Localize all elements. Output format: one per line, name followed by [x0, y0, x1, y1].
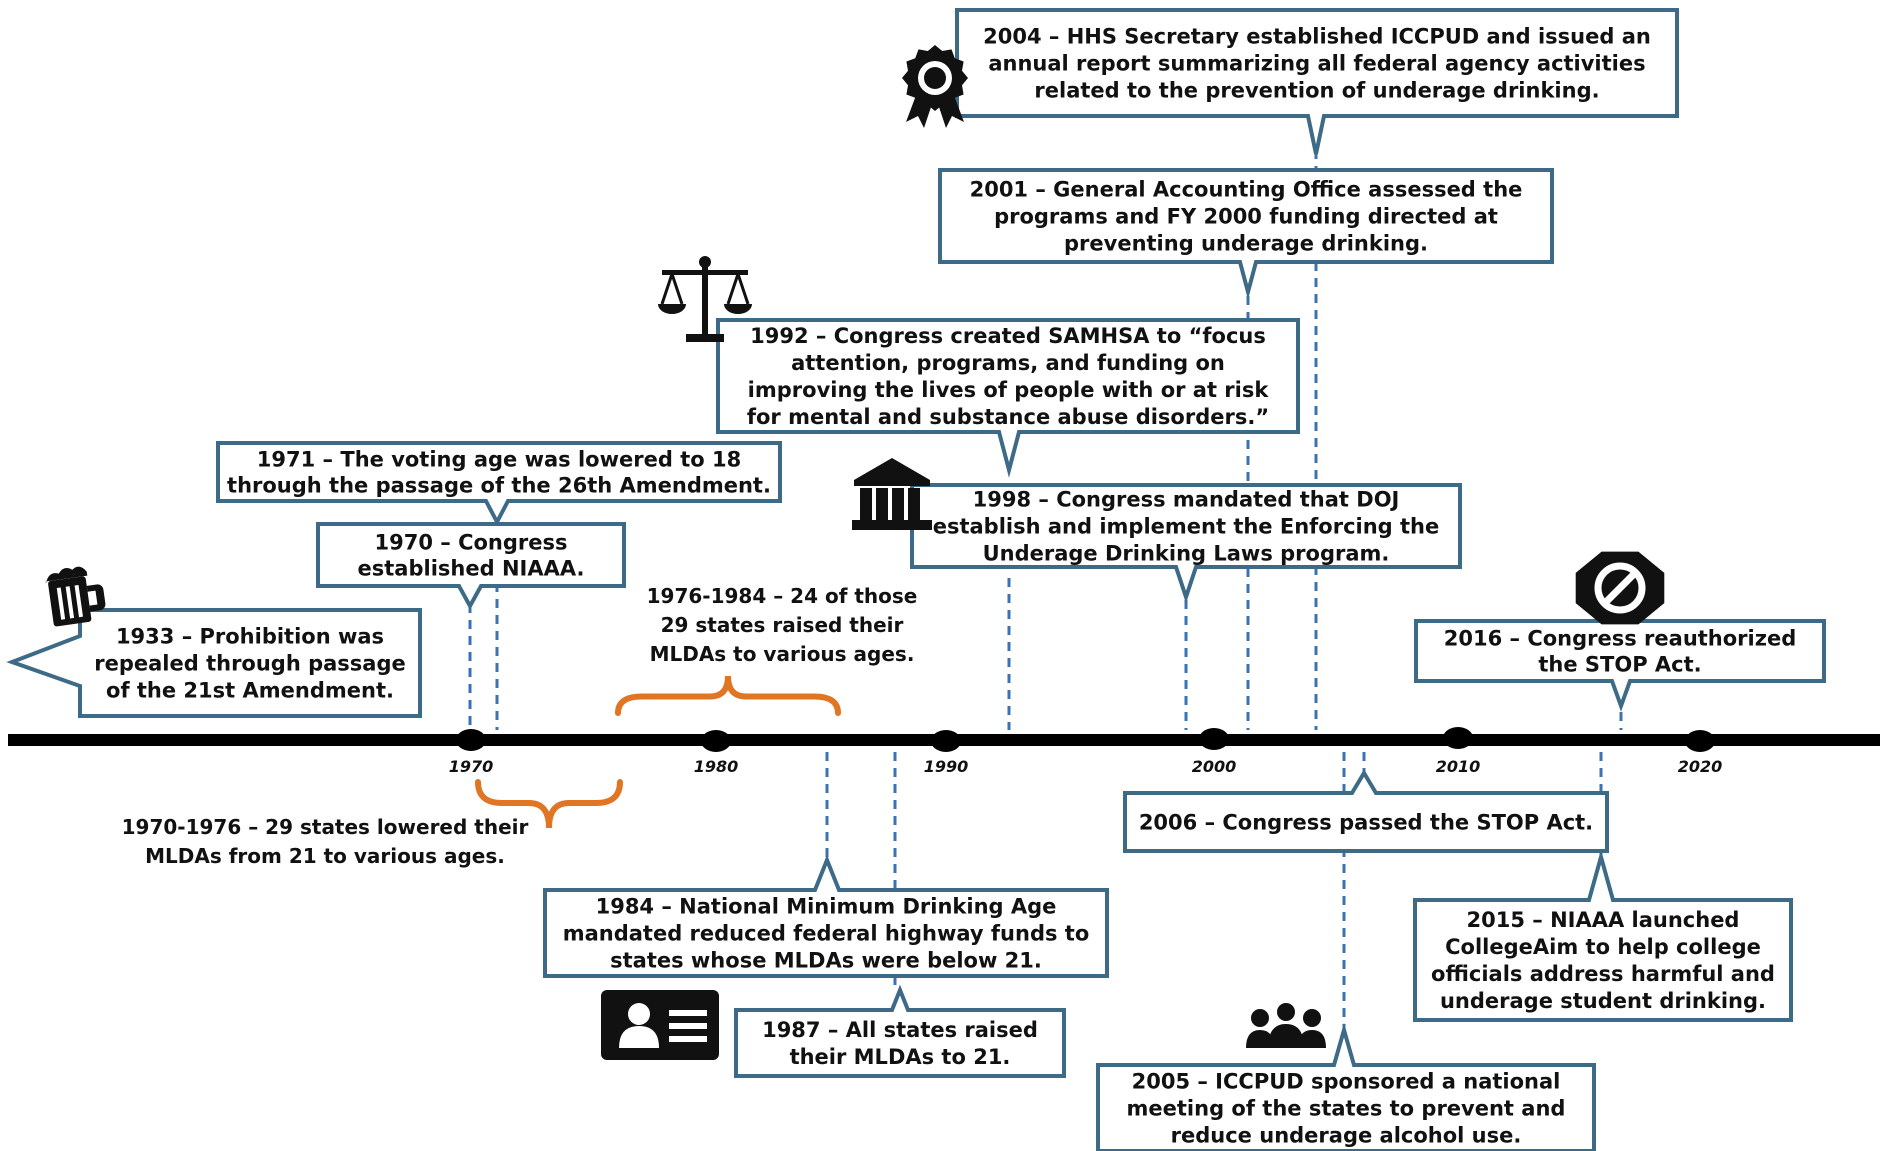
id-card-icon [601, 990, 719, 1060]
scales-of-justice-icon [658, 256, 752, 342]
callout-box [1414, 619, 1826, 712]
callout-text-line: 2016 – Congress reauthorized [1444, 627, 1797, 651]
callout-text-line: 1987 – All states raised [762, 1018, 1038, 1042]
callout-text-line: underage student drinking. [1440, 989, 1766, 1013]
event-text-line: MLDAs from 21 to various ages. [145, 844, 505, 868]
callout-text-line: reduce underage alcohol use. [1171, 1124, 1522, 1148]
callout-text-line: 2001 – General Accounting Office assesse… [970, 178, 1523, 202]
event-text-line: 29 states raised their [661, 613, 904, 637]
people-group-icon [1246, 1003, 1326, 1048]
axis-tick-label: 2010 [1436, 757, 1481, 776]
callout-text-line: repealed through passage [94, 652, 406, 676]
callout-text-line: related to the prevention of underage dr… [1034, 79, 1599, 103]
callout-text-line: preventing underage drinking. [1064, 232, 1428, 256]
callout-text-line: programs and FY 2000 funding directed at [994, 205, 1498, 229]
event-callout-1998: 1998 – Congress mandated that DOJ establi… [910, 483, 1462, 604]
event-callout-1992: 1992 – Congress created SAMHSA to “focus… [716, 318, 1300, 478]
axis-tick-label: 1990 [924, 757, 969, 776]
axis-tick-label: 2020 [1678, 757, 1723, 776]
event-callout-1971: 1971 – The voting age was lowered to 18t… [216, 441, 782, 527]
callout-text-line: the STOP Act. [1538, 653, 1701, 677]
callout-text-line: establish and implement the Enforcing th… [933, 515, 1440, 539]
event-callout-1984: 1984 – National Minimum Drinking Age mand… [543, 854, 1109, 978]
callout-box [1123, 769, 1609, 853]
callout-text-line: 1998 – Congress mandated that DOJ [973, 488, 1400, 512]
callout-text-line: 1992 – Congress created SAMHSA to “focus [750, 324, 1266, 348]
callout-box [543, 854, 1109, 978]
callout-text-line: 1984 – National Minimum Drinking Age [596, 895, 1057, 919]
callout-box [734, 984, 1066, 1078]
callout-text-line: attention, programs, and funding on [791, 351, 1225, 375]
callout-box [1096, 1022, 1596, 1151]
callout-text-line: 1971 – The voting age was lowered to 18 [257, 448, 741, 472]
callout-box [6, 608, 422, 718]
callout-text-line: 2015 – NIAAA launched [1467, 908, 1740, 932]
callout-box [716, 318, 1300, 478]
callout-text-line: through the passage of the 26th Amendmen… [227, 474, 771, 498]
courthouse-icon [852, 458, 932, 530]
callout-box [955, 8, 1679, 155]
callout-text-line: 2004 – HHS Secretary established ICCPUD … [983, 25, 1651, 49]
callout-text-line: 2006 – Congress passed the STOP Act. [1139, 811, 1593, 835]
event-label-1970-1976: 1970-1976 – 29 states lowered theirMLDAs… [122, 815, 529, 868]
event-callout-1987: 1987 – All states raised their MLDAs to 2… [734, 984, 1066, 1078]
axis-tick-label: 1970 [449, 757, 494, 776]
callout-text-line: for mental and substance abuse disorders… [747, 405, 1269, 429]
callout-box [910, 483, 1462, 604]
callout-text-line: CollegeAim to help college [1445, 935, 1761, 959]
axis-dot-2000 [1199, 728, 1229, 750]
beer-mug-icon [45, 566, 106, 627]
callout-text-line: meeting of the states to prevent and [1127, 1097, 1566, 1121]
stop-sign-icon [1575, 551, 1665, 625]
callout-text-line: of the 21st Amendment. [106, 679, 394, 703]
callout-text-line: states whose MLDAs were below 21. [610, 949, 1042, 973]
axis-tick-label: 2000 [1192, 757, 1237, 776]
event-callout-2001: 2001 – General Accounting Office assesse… [938, 168, 1554, 300]
callout-text-line: Underage Drinking Laws program. [983, 542, 1390, 566]
callout-box [316, 522, 626, 611]
axis-dot-2010 [1443, 727, 1473, 749]
callout-text-line: annual report summarizing all federal ag… [988, 52, 1645, 76]
event-text-line: 1976-1984 – 24 of those [647, 584, 918, 608]
callout-text-line: mandated reduced federal highway funds t… [563, 922, 1090, 946]
axis-dot-1980 [701, 730, 731, 752]
axis-dot-2020 [1685, 730, 1715, 752]
callout-text-line: 1970 – Congress [375, 531, 568, 555]
callout-box [216, 441, 782, 527]
callout-text-line: officials address harmful and [1431, 962, 1775, 986]
award-ribbon-icon [902, 45, 968, 128]
callout-text-line: their MLDAs to 21. [790, 1045, 1011, 1069]
brace-1976-1984 [615, 675, 841, 716]
event-text-line: MLDAs to various ages. [650, 642, 915, 666]
callout-text-line: improving the lives of people with or at… [748, 378, 1270, 402]
event-callout-2005: 2005 – ICCPUD sponsored a national meetin… [1096, 1022, 1596, 1151]
callout-box [1413, 849, 1793, 1022]
callout-text-line: 2005 – ICCPUD sponsored a national [1132, 1070, 1561, 1094]
axis-dot-1970 [456, 729, 486, 751]
event-callout-1933: 1933 – Prohibition was repealed through p… [6, 608, 422, 718]
event-callout-2006: 2006 – Congress passed the STOP Act. [1123, 769, 1609, 853]
axis-tick-label: 1980 [694, 757, 739, 776]
event-callout-2004: 2004 – HHS Secretary established ICCPUD … [955, 8, 1679, 155]
callout-text-line: 1933 – Prohibition was [116, 625, 384, 649]
callout-box [938, 168, 1554, 300]
event-label-1976-1984: 1976-1984 – 24 of those 29 states raised … [647, 584, 918, 666]
brace-1970-1976 [475, 779, 623, 829]
event-text-line: 1970-1976 – 29 states lowered their [122, 815, 529, 839]
axis-dot-1990 [931, 730, 961, 752]
callout-text-line: established NIAAA. [358, 557, 585, 581]
